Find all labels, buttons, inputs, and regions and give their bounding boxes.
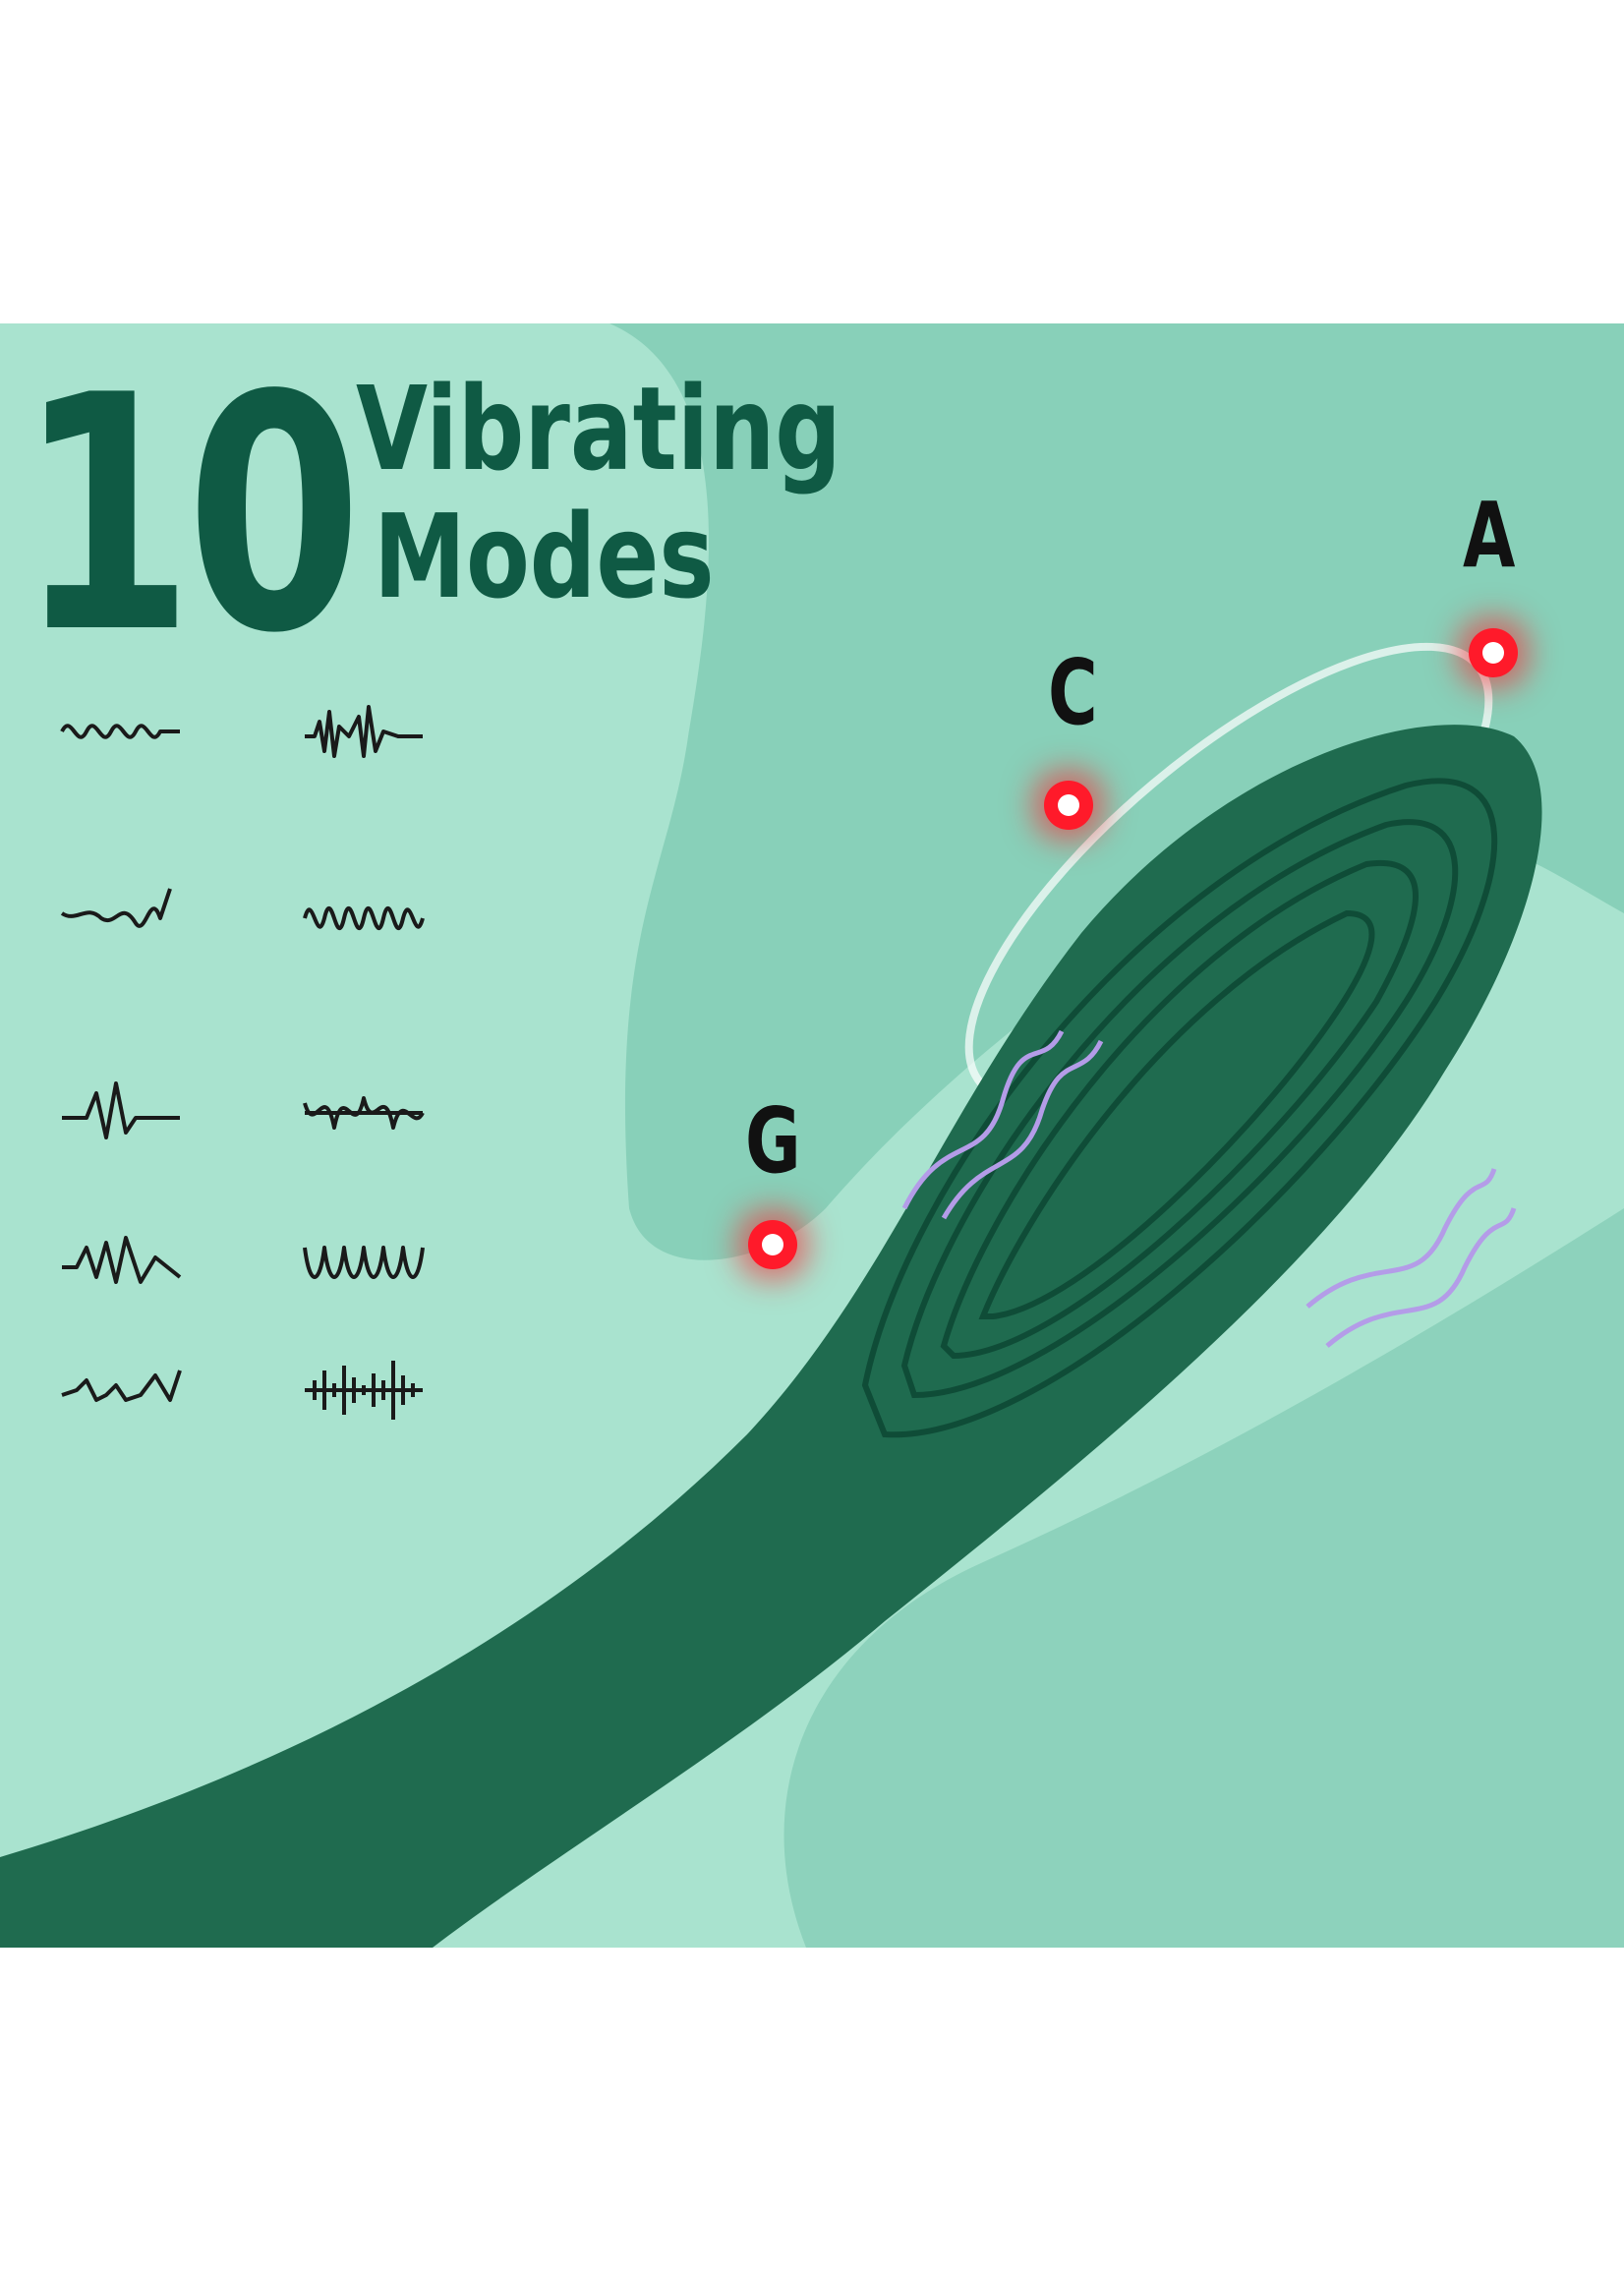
wave-icon-5 xyxy=(57,1079,185,1147)
background-art xyxy=(0,323,1624,1948)
wave-icon-10 xyxy=(300,1356,428,1425)
wave-icon-4 xyxy=(300,884,428,953)
point-label-g: G xyxy=(745,1088,801,1194)
point-marker-c xyxy=(1058,794,1079,816)
wave-icon-9 xyxy=(57,1356,185,1425)
wave-icon-8 xyxy=(300,1228,428,1297)
product-illustration: 10 Vibrating Modes A C G xyxy=(0,323,1624,1948)
point-label-a: A xyxy=(1463,483,1516,588)
wave-icon-3 xyxy=(57,884,185,953)
background-blob xyxy=(609,323,1624,1260)
headline-line1: Vibrating xyxy=(356,361,841,496)
vibration-lines xyxy=(901,1029,1517,1348)
headline-line2: Modes xyxy=(374,489,715,624)
background-blob-lower xyxy=(783,1208,1624,1948)
mode-count: 10 xyxy=(18,326,362,704)
product-ridges xyxy=(861,778,1498,1438)
wave-icon-6 xyxy=(300,1079,428,1147)
point-label-c: C xyxy=(1048,640,1098,745)
point-marker-g xyxy=(762,1234,783,1255)
point-marker-a xyxy=(1482,642,1504,664)
product-body xyxy=(0,725,1542,1948)
wave-icon-1 xyxy=(57,702,185,771)
wave-icon-7 xyxy=(57,1228,185,1297)
wave-icon-2 xyxy=(300,702,428,771)
